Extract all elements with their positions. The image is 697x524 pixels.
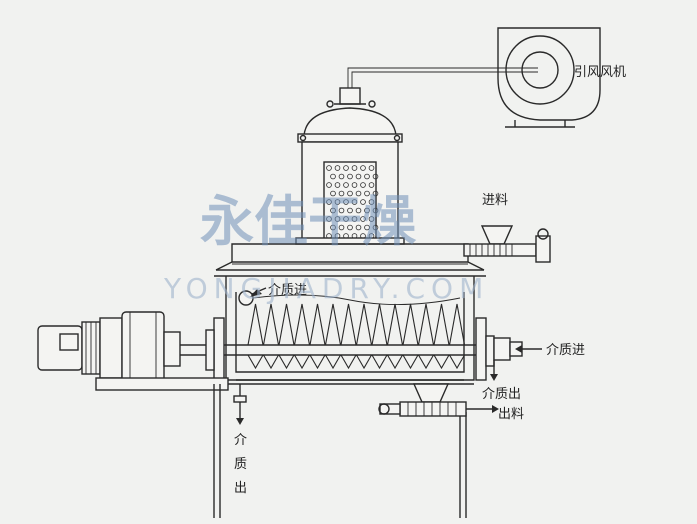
medium-out-right-label: 介质出 — [482, 387, 521, 402]
wedge-paddles — [247, 303, 466, 370]
watermark-chinese: 永佳干燥 — [200, 190, 417, 253]
feed-label: 进料 — [482, 193, 508, 208]
medium-in-right-label: 介质进 — [546, 343, 585, 358]
dryer-body — [180, 243, 500, 381]
fan-unit — [347, 27, 601, 128]
feed-inlet — [463, 225, 551, 263]
medium-out-left-label: 介 质 出 — [234, 433, 251, 496]
medium-outlet-left — [233, 384, 247, 425]
dust-collector — [295, 87, 405, 245]
watermark-english: YONGJIADRY.COM — [163, 272, 489, 305]
discharge-label: 出料 — [498, 407, 524, 422]
filter-perforations — [326, 165, 379, 239]
rotary-joint — [490, 337, 542, 381]
discharge-outlet — [378, 383, 499, 417]
drive-unit — [37, 311, 474, 391]
medium-in-top-label: 介质进 — [268, 283, 307, 298]
fan-label: 引风风机 — [574, 65, 626, 80]
medium-inlet-port — [238, 290, 254, 306]
support-legs — [213, 384, 467, 518]
